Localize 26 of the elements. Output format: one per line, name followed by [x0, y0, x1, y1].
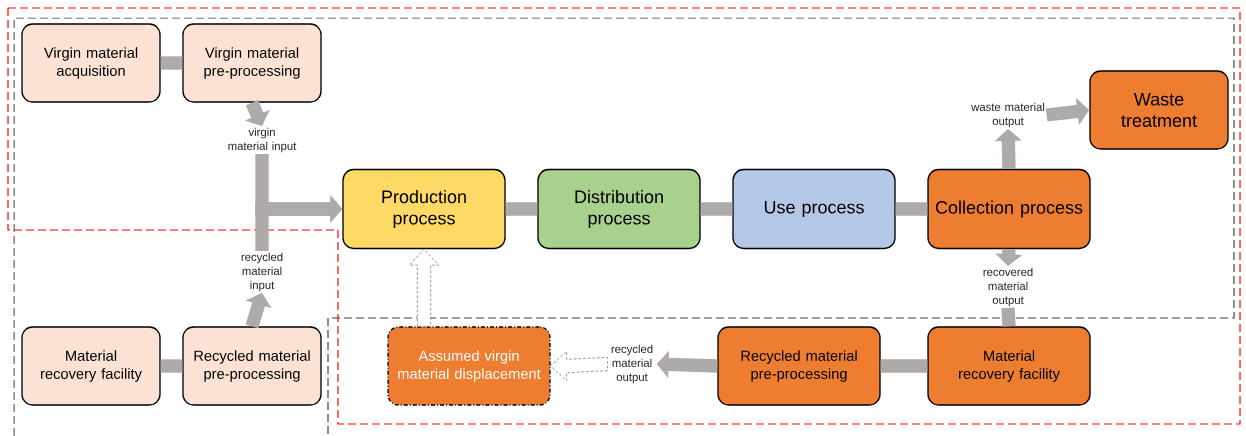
hollow-arrow: [550, 350, 608, 382]
hollow-arrow: [408, 248, 440, 327]
connector-bar: [880, 359, 928, 373]
connector-bar: [505, 202, 538, 216]
connector-bar: [700, 202, 733, 216]
connector-bar: [895, 202, 928, 216]
process-box: Waste treatment: [1089, 70, 1229, 150]
process-box: Recycled material pre-processing: [717, 326, 881, 406]
process-box: Recycled material pre-processing: [182, 326, 322, 406]
process-box: Use process: [732, 168, 896, 250]
process-box: Production process: [342, 168, 506, 250]
flow-label: waste material output: [971, 102, 1045, 128]
process-box: Virgin material pre-processing: [182, 23, 322, 103]
flow-label: recycled material input: [241, 252, 283, 292]
flow-label: recycled material output: [611, 344, 653, 384]
process-box: Distribution process: [537, 168, 701, 250]
flow-label: virgin material input: [228, 127, 297, 153]
connector-bar: [1001, 307, 1016, 327]
process-box: Collection process: [927, 168, 1091, 250]
connector-bar: [160, 56, 183, 70]
process-box: Assumed virgin material displacement: [387, 326, 551, 406]
connector-bar: [160, 359, 183, 373]
process-box: Material recovery facility: [21, 326, 161, 406]
process-box: Material recovery facility: [927, 326, 1091, 406]
flow-label: recovered material output: [983, 267, 1033, 307]
process-box: Virgin material acquisition: [21, 23, 161, 103]
